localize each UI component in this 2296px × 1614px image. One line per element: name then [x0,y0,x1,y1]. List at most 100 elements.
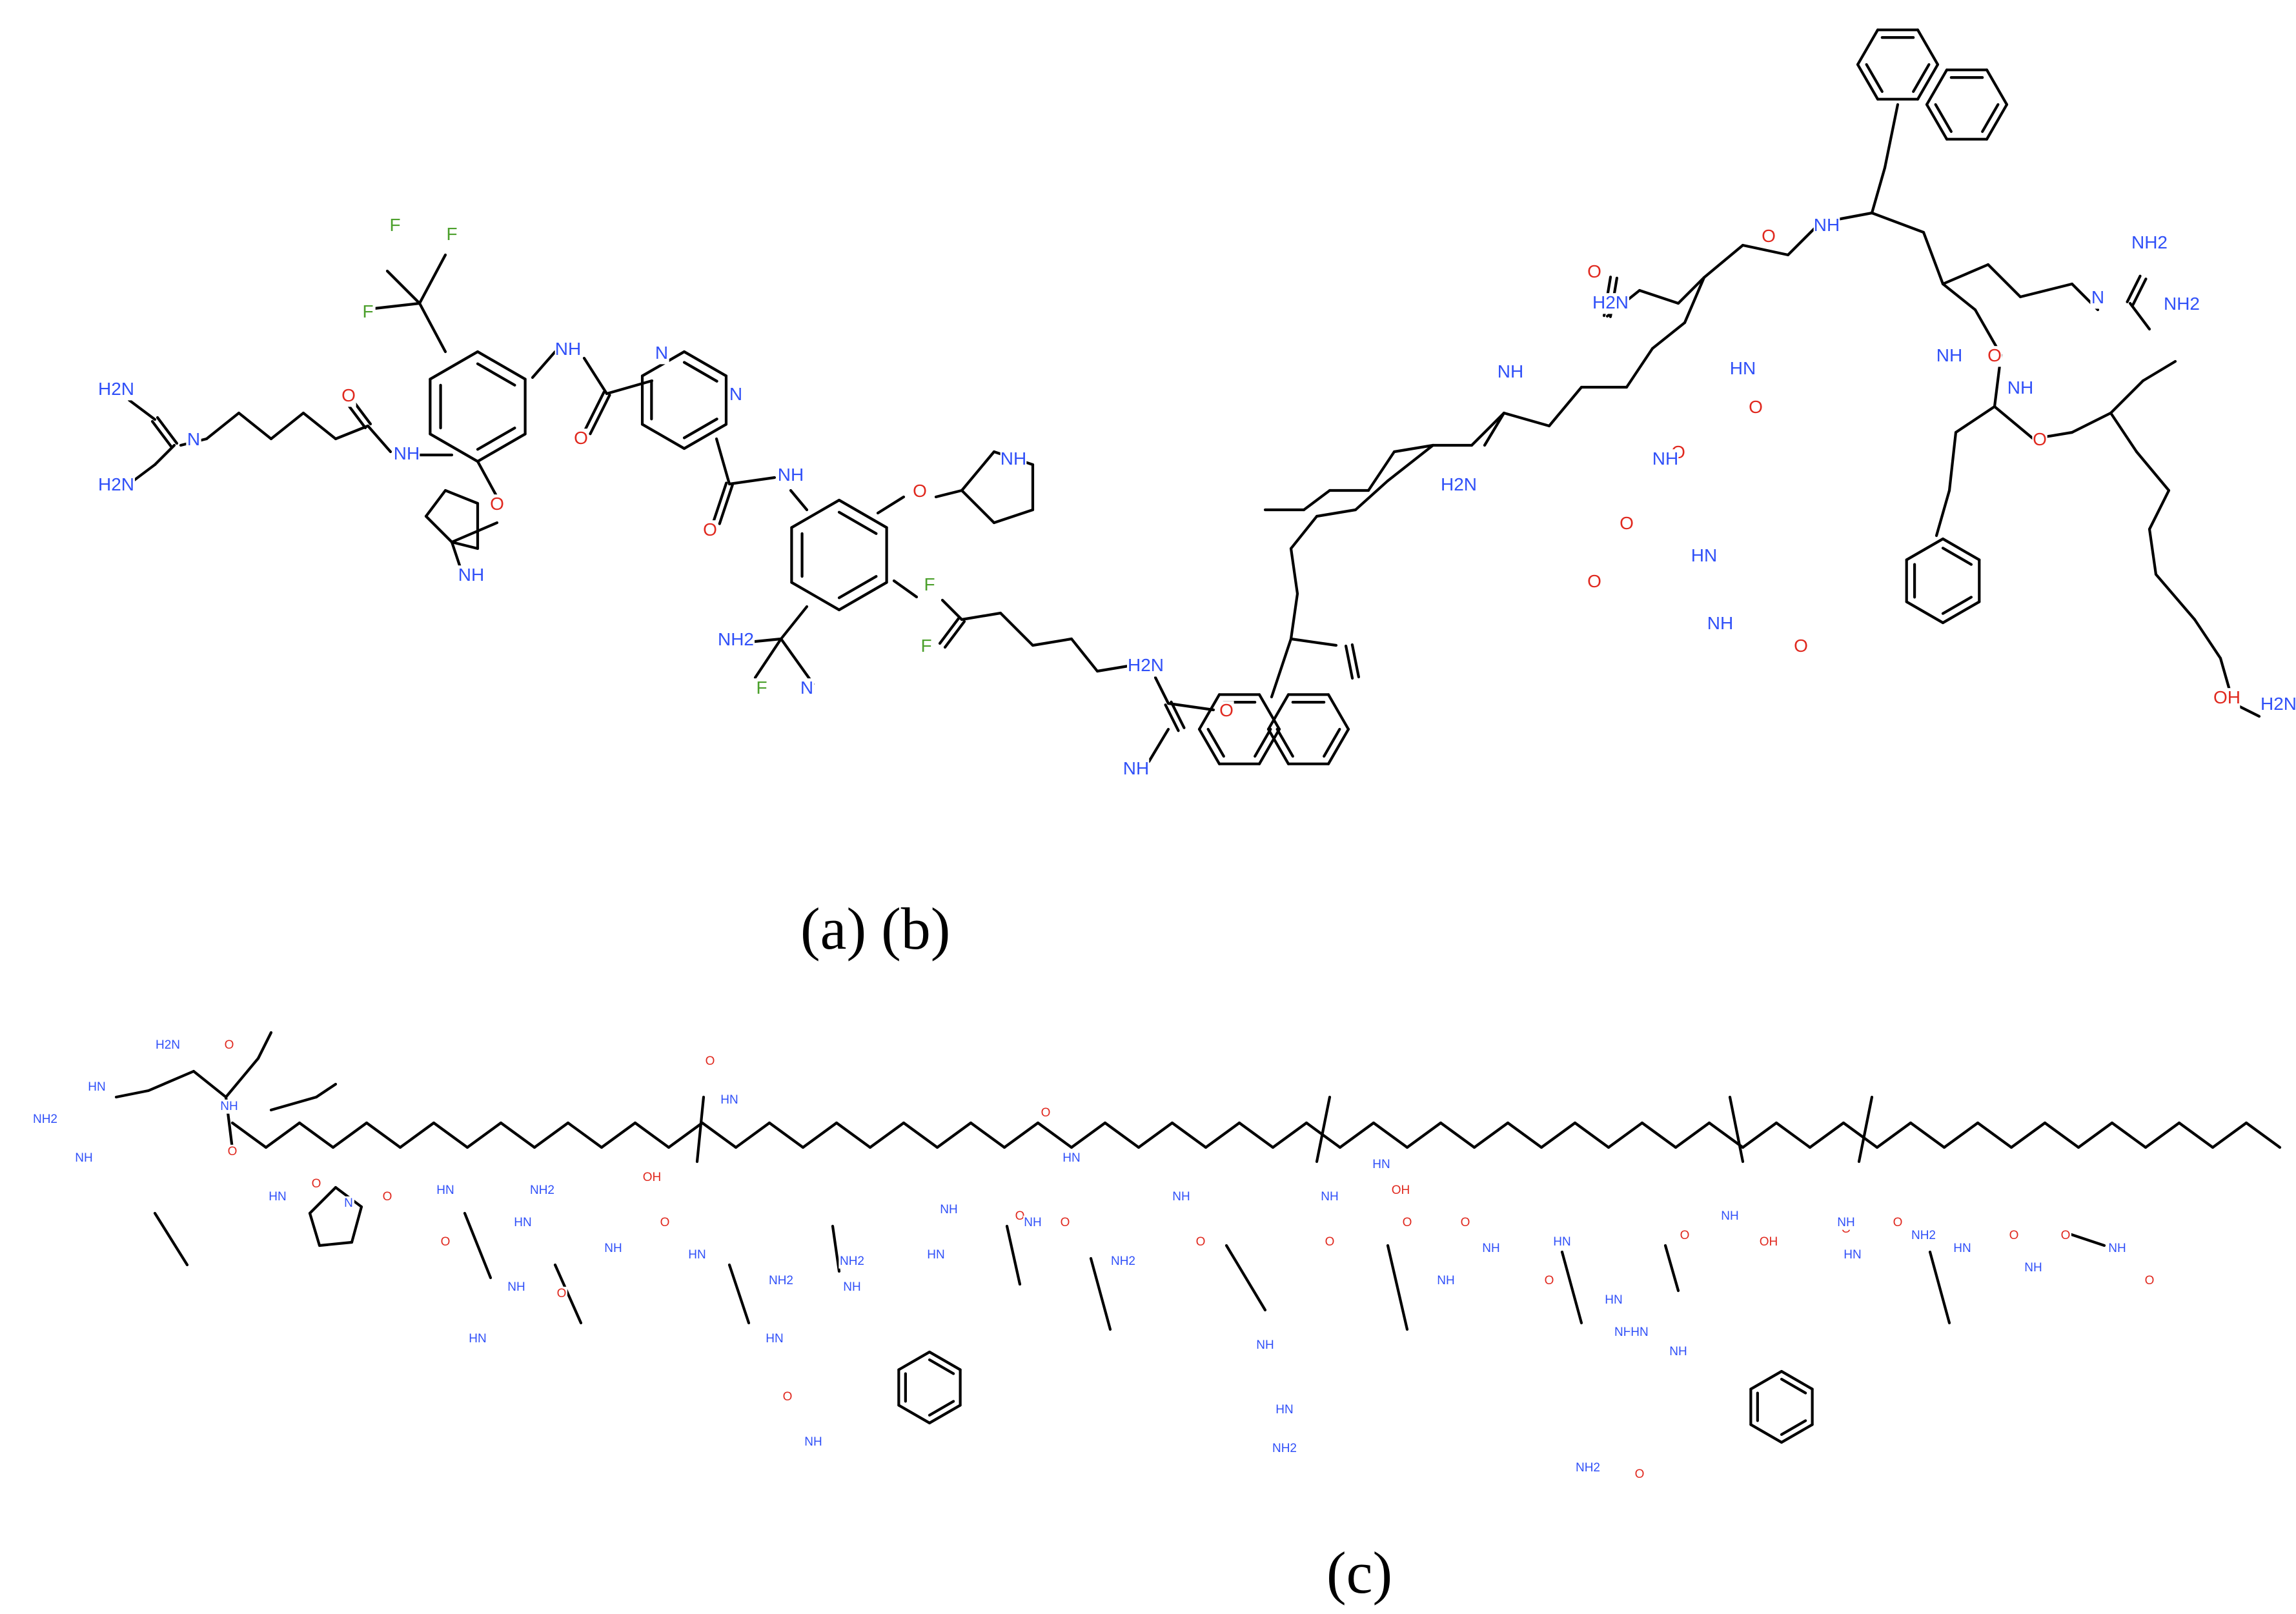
bond [2128,301,2151,331]
double-bond [943,620,966,649]
atom-label-hn: HN [1730,358,1756,378]
atom-label-backdrop [1987,346,2002,367]
peptide-backbone [1702,243,1745,279]
atom-label-n: N [800,678,813,698]
atom-label-nh: NH [1707,613,1733,633]
bond [1870,166,1887,215]
atom-label-backdrop [1630,1325,1649,1340]
atom-label-n: N [729,384,742,404]
aryl-ring-left [429,350,480,381]
atom-label-backdrop [1123,759,1150,780]
atom-label-backdrop [838,1254,866,1269]
arg-c1 [114,1089,150,1099]
atom-label-backdrop [1271,1441,1298,1456]
atom-label-backdrop [1401,1215,1413,1230]
bond [934,489,964,499]
atom-label-nh2: NH2 [1272,1442,1297,1455]
bond [940,598,964,621]
peptide-backbone-c [1607,1121,1644,1149]
naphthalene-top-a [1865,63,1884,93]
atom-label-nh: NH [1321,1190,1338,1204]
phe-chain [1935,489,1951,538]
bond [127,398,157,421]
proline-ring [318,1240,354,1247]
naphthalene-bottom-b [1266,727,1290,765]
peptide-backbone-c [465,1121,503,1149]
lys2-chain [2109,411,2139,454]
side-chain [153,1211,189,1267]
pyrimidine-ring [682,350,728,378]
atom-label-backdrop [2060,1228,2071,1243]
atom-label-nh: NH [1837,1216,1854,1229]
atom-label-backdrop [1691,546,1718,567]
side-chain [1089,1256,1112,1331]
atom-label-nh: NH [75,1151,92,1165]
alkyl-chain [960,611,1002,621]
bond [1270,637,1293,699]
pyrrolidine-right [960,489,996,525]
atom-label-backdrop [2008,1228,2020,1243]
pyrrolidine-right [960,450,996,492]
atom-label-n: N [187,429,200,449]
atom-label-nh2: NH2 [769,1274,793,1287]
atom-label-o: O [228,1145,238,1158]
aryl-ring-right [837,575,878,600]
pyrrolidine-left [424,514,454,544]
atom-label-backdrop [1172,1189,1191,1204]
phe-chain [1947,430,1958,492]
atom-label-nh: NH [394,443,420,463]
atom-label-backdrop [1062,1151,1081,1165]
atom-label-backdrop [2090,288,2106,309]
double-bond [589,394,611,436]
atom-label-backdrop [1720,1209,1740,1224]
atom-label-oh: OH [1760,1235,1778,1249]
right-backbone [1922,230,1945,286]
atom-label-backdrop [1552,1235,1572,1249]
side-chain [1857,1095,1874,1164]
atom-label-backdrop [2007,378,2034,399]
naphthalene-bottom-b [1323,727,1341,758]
atom-label-backdrop [604,1241,623,1256]
peptide-backbone-c [2211,1121,2248,1149]
atom-label-hn: HN [88,1080,105,1094]
bond [476,459,499,499]
double-bond [938,616,961,645]
atom-label-backdrop [1059,1215,1071,1230]
peptide-backbone [1502,411,1551,428]
atom-label-backdrop [1110,1254,1137,1269]
atom-label-backdrop [642,1170,662,1185]
atom-label-backdrop [1843,1247,1862,1262]
atom-label-o: O [383,1190,392,1204]
atom-label-backdrop [2144,1273,2155,1288]
atom-label-backdrop [1040,1105,1051,1120]
peptide-backbone-c [1741,1121,1778,1149]
lys2-chain [2193,618,2222,660]
pyrrolidine-left [450,540,480,550]
bond [1153,676,1170,705]
atom-label-o: O [1403,1216,1412,1229]
bond [605,379,654,396]
atom-label-o: O [1749,397,1763,417]
peptide-backbone-c [935,1121,973,1149]
atom-label-backdrop [804,1435,823,1449]
atom-label-backdrop [2108,1241,2127,1256]
atom-label-o: O [1635,1468,1645,1481]
alkyl-chain [999,611,1035,647]
atom-label-backdrop [704,1054,716,1069]
atom-label-backdrop [219,1099,239,1114]
atom-label-nh: NH [1482,1242,1499,1255]
aryl-ring-left [476,350,527,381]
naphthalene-top-b [1934,103,1953,133]
atom-label-o: O [783,1390,793,1404]
atom-label-backdrop [765,1331,784,1346]
bond [779,605,809,641]
phenyl-c2 [1749,1423,1783,1444]
atom-label-o: O [1041,1106,1051,1120]
caption-c: (c) [1326,1540,1392,1606]
atom-label-nh: NH [1437,1274,1454,1287]
lys2-chain [2135,450,2171,492]
peptide-backbone-c [1909,1121,1946,1149]
atom-label-o: O [2033,429,2047,449]
atom-label-backdrop [1759,1235,1778,1249]
leu-path [2070,411,2113,434]
